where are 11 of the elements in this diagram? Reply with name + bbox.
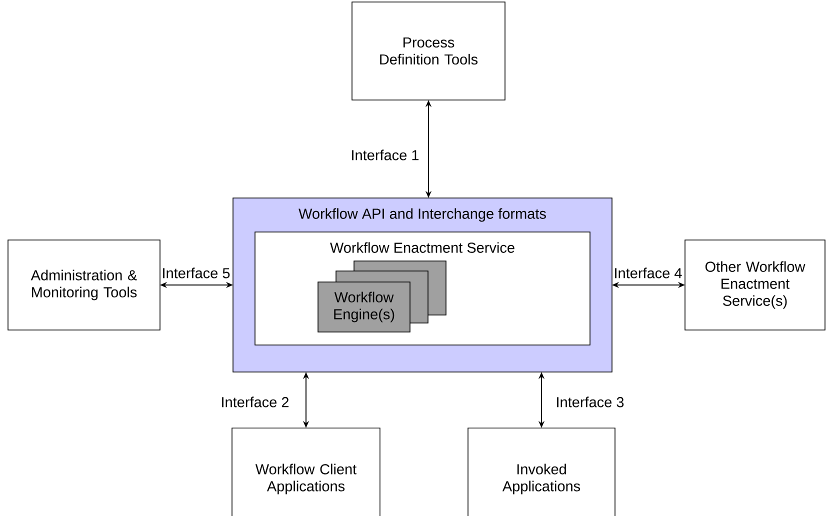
edge-label: Interface 1: [352, 150, 419, 160]
edge-label: Interface 5: [163, 268, 230, 278]
engine-box: Workflow Engine(s): [318, 282, 410, 332]
edge-label: Interface 3: [557, 396, 624, 408]
process-box: Process Definition Tools: [352, 2, 506, 100]
application-box: Invoked Applications: [468, 428, 616, 516]
edge-label: Interface 4: [615, 268, 682, 278]
application-box: Workflow Client Applications: [232, 428, 380, 516]
tool-box: Administration & Monitoring Tools: [8, 240, 160, 330]
service-box: Other Workflow Enactment Service(s): [684, 240, 826, 330]
edge-label: Interface 2: [222, 396, 289, 408]
